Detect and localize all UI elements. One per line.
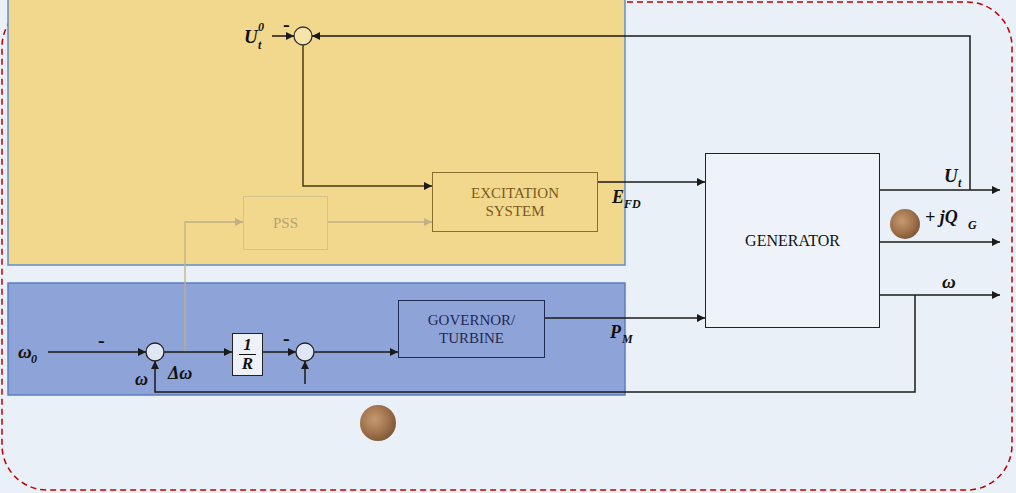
signal-label: P [610, 323, 621, 341]
signal-label: G [968, 219, 977, 231]
signal-label: ω [18, 342, 32, 361]
signal-label: M [622, 333, 633, 345]
governor-box: GOVERNOR/ TURBINE [398, 300, 545, 358]
signal-label: 0 [258, 21, 264, 33]
signal-wire [164, 351, 232, 353]
signal-label: t [958, 177, 961, 189]
block-label: PSS [273, 214, 298, 232]
output-wire [880, 241, 1000, 243]
signal-label: U [244, 27, 258, 46]
pss-box: PSS [243, 196, 328, 250]
generator-box: GENERATOR [705, 153, 880, 328]
redaction-blob [360, 405, 396, 441]
summing-junction [294, 27, 312, 45]
signal-label: U [944, 166, 958, 185]
output-wire [880, 189, 1000, 191]
signal-label: E [612, 188, 624, 206]
signal-arrow [328, 221, 432, 223]
output-wire [880, 294, 1000, 296]
signal-label: - [283, 328, 290, 348]
signal-label: 0 [31, 353, 37, 365]
signal-wire [304, 361, 306, 384]
signal-label: ω [942, 272, 956, 291]
signal-wire [48, 351, 146, 353]
block-label: R [238, 355, 257, 373]
signal-label: FD [624, 198, 641, 210]
signal-wire [314, 351, 398, 353]
signal-arrow [545, 317, 705, 319]
signal-label: ω [135, 370, 148, 388]
signal-label: Δω [168, 364, 192, 382]
gain-box: 1R [232, 333, 263, 376]
signal-label: - [283, 14, 290, 34]
block-label: EXCITATION SYSTEM [441, 184, 589, 220]
signal-label: - [98, 330, 105, 350]
redaction-blob [890, 209, 920, 239]
error-wire [303, 45, 432, 186]
summing-junction [146, 343, 164, 361]
block-label: GOVERNOR/ TURBINE [407, 311, 536, 347]
signal-label: t [258, 39, 261, 51]
block-label: 1 [239, 336, 256, 355]
excitation-panel [8, 0, 625, 265]
signal-wire [272, 35, 294, 37]
signal-arrow [598, 181, 705, 183]
block-label: GENERATOR [745, 231, 840, 250]
signal-wire [263, 351, 296, 353]
excitation-box: EXCITATION SYSTEM [432, 172, 598, 232]
governor-panel [8, 283, 625, 395]
signal-label: + jQ [925, 208, 958, 226]
summing-junction [296, 343, 314, 361]
